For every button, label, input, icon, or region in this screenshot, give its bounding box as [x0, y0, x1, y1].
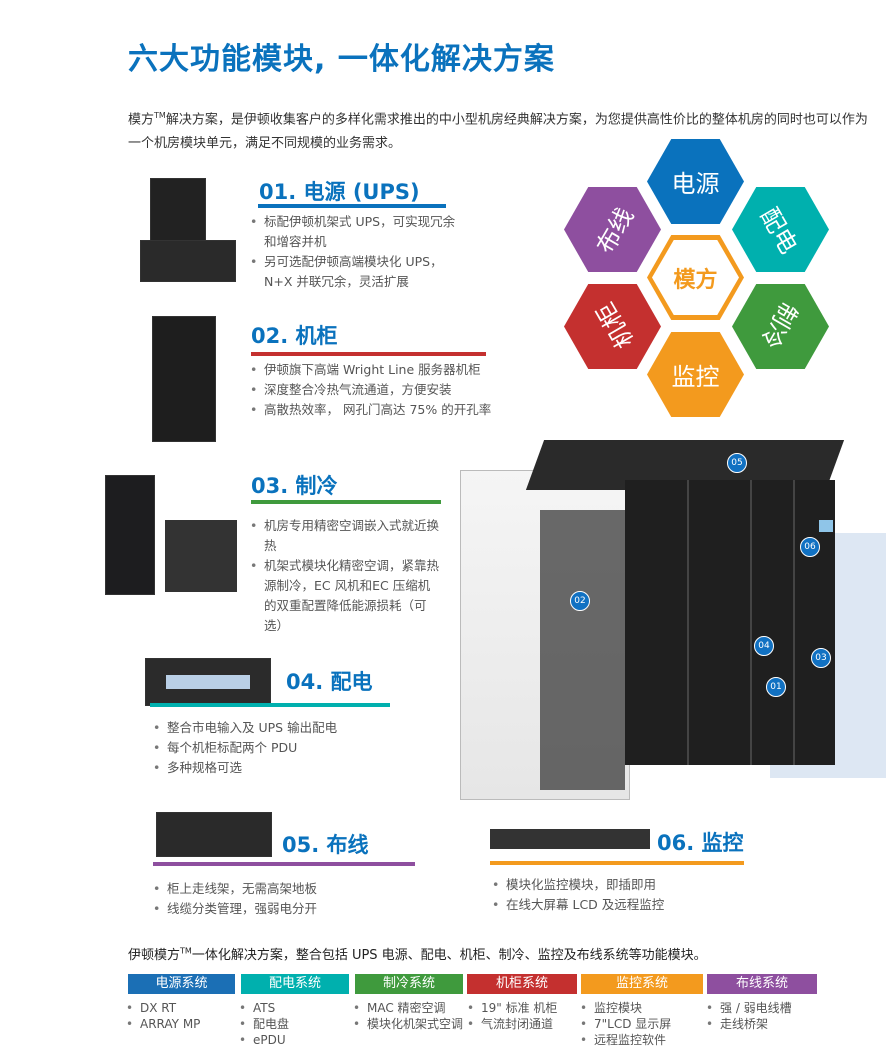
- list-item: ATS: [239, 1000, 349, 1016]
- list-item: 强 / 弱电线槽: [706, 1000, 826, 1016]
- intro-text: 模方TM解决方案，是伊顿收集客户的多样化需求推出的中小型机房经典解决方案，为您提…: [128, 104, 868, 156]
- section-cooling-list: 机房专用精密空调嵌入式就近换热 机架式模块化精密空调，紧靠热源制冷，EC 风机和…: [250, 516, 440, 636]
- page-title: 六大功能模块, 一体化解决方案: [128, 42, 555, 77]
- list-item: 柜上走线架，无需高架地板: [153, 879, 393, 899]
- cabinet-image: [152, 316, 216, 442]
- section-cabinet-list: 伊顿旗下高端 Wright Line 服务器机柜 深度整合冷热气流通道，方便安装…: [250, 360, 530, 420]
- brand: 模方: [128, 112, 155, 128]
- category-cabinet: 机柜系统: [467, 974, 577, 994]
- badge-01: 01: [766, 677, 786, 697]
- power-system-list: DX RT ARRAY MP: [126, 1000, 236, 1032]
- monitor-module-image: [490, 829, 650, 849]
- mesh-door: [540, 510, 625, 790]
- category-cabling: 布线系统: [707, 974, 817, 994]
- section-ups-bar: [258, 204, 446, 208]
- section-ups-list: 标配伊顿机架式 UPS，可实现冗余和增容并机 另可选配伊顿高端模块化 UPS，N…: [250, 212, 460, 292]
- summary-text: 伊顿模方TM一体化解决方案，整合包括 UPS 电源、配电、机柜、制冷、监控及布线…: [128, 946, 707, 963]
- cable-tray-image: [156, 812, 272, 857]
- list-item: 每个机柜标配两个 PDU: [153, 738, 393, 758]
- cooling-system-list: MAC 精密空调 模块化机架式空调: [353, 1000, 468, 1032]
- list-item: 伊顿旗下高端 Wright Line 服务器机柜: [250, 360, 530, 380]
- list-item: 监控模块: [580, 1000, 700, 1016]
- section-distribution-list: 整合市电输入及 UPS 输出配电 每个机柜标配两个 PDU 多种规格可选: [153, 718, 393, 778]
- section-ups-title: 01. 电源 (UPS): [259, 180, 420, 204]
- monitoring-system-list: 监控模块 7"LCD 显示屏 远程监控软件: [580, 1000, 700, 1048]
- category-distribution: 配电系统: [241, 974, 349, 994]
- list-item: 深度整合冷热气流通道，方便安装: [250, 380, 530, 400]
- list-item: 模块化监控模块，即插即用: [492, 875, 732, 895]
- distribution-system-list: ATS 配电盘 ePDU: [239, 1000, 349, 1048]
- section-monitoring-list: 模块化监控模块，即插即用 在线大屏幕 LCD 及远程监控: [492, 875, 732, 915]
- hex-center-label: 模方: [652, 240, 739, 315]
- cabling-system-list: 强 / 弱电线槽 走线桥架: [706, 1000, 826, 1032]
- badge-03: 03: [811, 648, 831, 668]
- precision-ac-image: [105, 475, 155, 595]
- hex-cabling: 布线: [564, 187, 661, 272]
- pdu-image: [145, 658, 271, 706]
- section-cabling-bar: [153, 862, 415, 866]
- section-cooling-bar: [251, 500, 441, 504]
- list-item: 模块化机架式空调: [353, 1016, 468, 1032]
- ups-rack-image: [140, 240, 236, 282]
- list-item: 多种规格可选: [153, 758, 393, 778]
- section-distribution-bar: [150, 703, 390, 707]
- hex-power: 电源: [647, 139, 744, 224]
- section-cooling-title: 03. 制冷: [251, 474, 338, 498]
- section-cabinet-title: 02. 机柜: [251, 324, 338, 348]
- list-item: 7"LCD 显示屏: [580, 1016, 700, 1032]
- list-item: 机架式模块化精密空调，紧靠热源制冷，EC 风机和EC 压缩机的双重配置降低能源损…: [250, 556, 440, 636]
- list-item: 远程监控软件: [580, 1032, 700, 1048]
- trademark: TM: [154, 111, 166, 120]
- intro-body: 解决方案，是伊顿收集客户的多样化需求推出的中小型机房经典解决方案，为您提供高性价…: [128, 112, 868, 152]
- ups-tower-image: [150, 178, 206, 248]
- section-cabling-list: 柜上走线架，无需高架地板 线缆分类管理，强弱电分开: [153, 879, 393, 919]
- category-cooling: 制冷系统: [355, 974, 463, 994]
- list-item: 在线大屏幕 LCD 及远程监控: [492, 895, 732, 915]
- badge-02: 02: [570, 591, 590, 611]
- hex-cabinet: 机柜: [564, 284, 661, 369]
- list-item: 19" 标准 机柜: [467, 1000, 577, 1016]
- badge-06: 06: [800, 537, 820, 557]
- cabinet-system-list: 19" 标准 机柜 气流封闭通道: [467, 1000, 577, 1032]
- list-item: ARRAY MP: [126, 1016, 236, 1032]
- list-item: ePDU: [239, 1032, 349, 1048]
- list-item: 机房专用精密空调嵌入式就近换热: [250, 516, 440, 556]
- badge-04: 04: [754, 636, 774, 656]
- hex-monitoring: 监控: [647, 332, 744, 417]
- list-item: 标配伊顿机架式 UPS，可实现冗余和增容并机: [250, 212, 460, 252]
- list-item: MAC 精密空调: [353, 1000, 468, 1016]
- list-item: 整合市电输入及 UPS 输出配电: [153, 718, 393, 738]
- list-item: DX RT: [126, 1000, 236, 1016]
- list-item: 气流封闭通道: [467, 1016, 577, 1032]
- rack-row: [625, 480, 835, 765]
- section-monitoring-bar: [490, 861, 744, 865]
- list-item: 线缆分类管理，强弱电分开: [153, 899, 393, 919]
- list-item: 高散热效率， 网孔门高达 75% 的开孔率: [250, 400, 530, 420]
- section-distribution-title: 04. 配电: [286, 670, 373, 694]
- list-item: 另可选配伊顿高端模块化 UPS，N+X 并联冗余，灵活扩展: [250, 252, 460, 292]
- section-cabling-title: 05. 布线: [282, 833, 369, 857]
- category-power: 电源系统: [128, 974, 235, 994]
- list-item: 走线桥架: [706, 1016, 826, 1032]
- badge-05: 05: [727, 453, 747, 473]
- list-item: 配电盘: [239, 1016, 349, 1032]
- section-cabinet-bar: [251, 352, 486, 356]
- rack-ac-image: [165, 520, 237, 592]
- hex-cooling: 制冷: [732, 284, 829, 369]
- hex-distribution: 配电: [732, 187, 829, 272]
- category-monitoring: 监控系统: [581, 974, 703, 994]
- section-monitoring-title: 06. 监控: [657, 831, 744, 855]
